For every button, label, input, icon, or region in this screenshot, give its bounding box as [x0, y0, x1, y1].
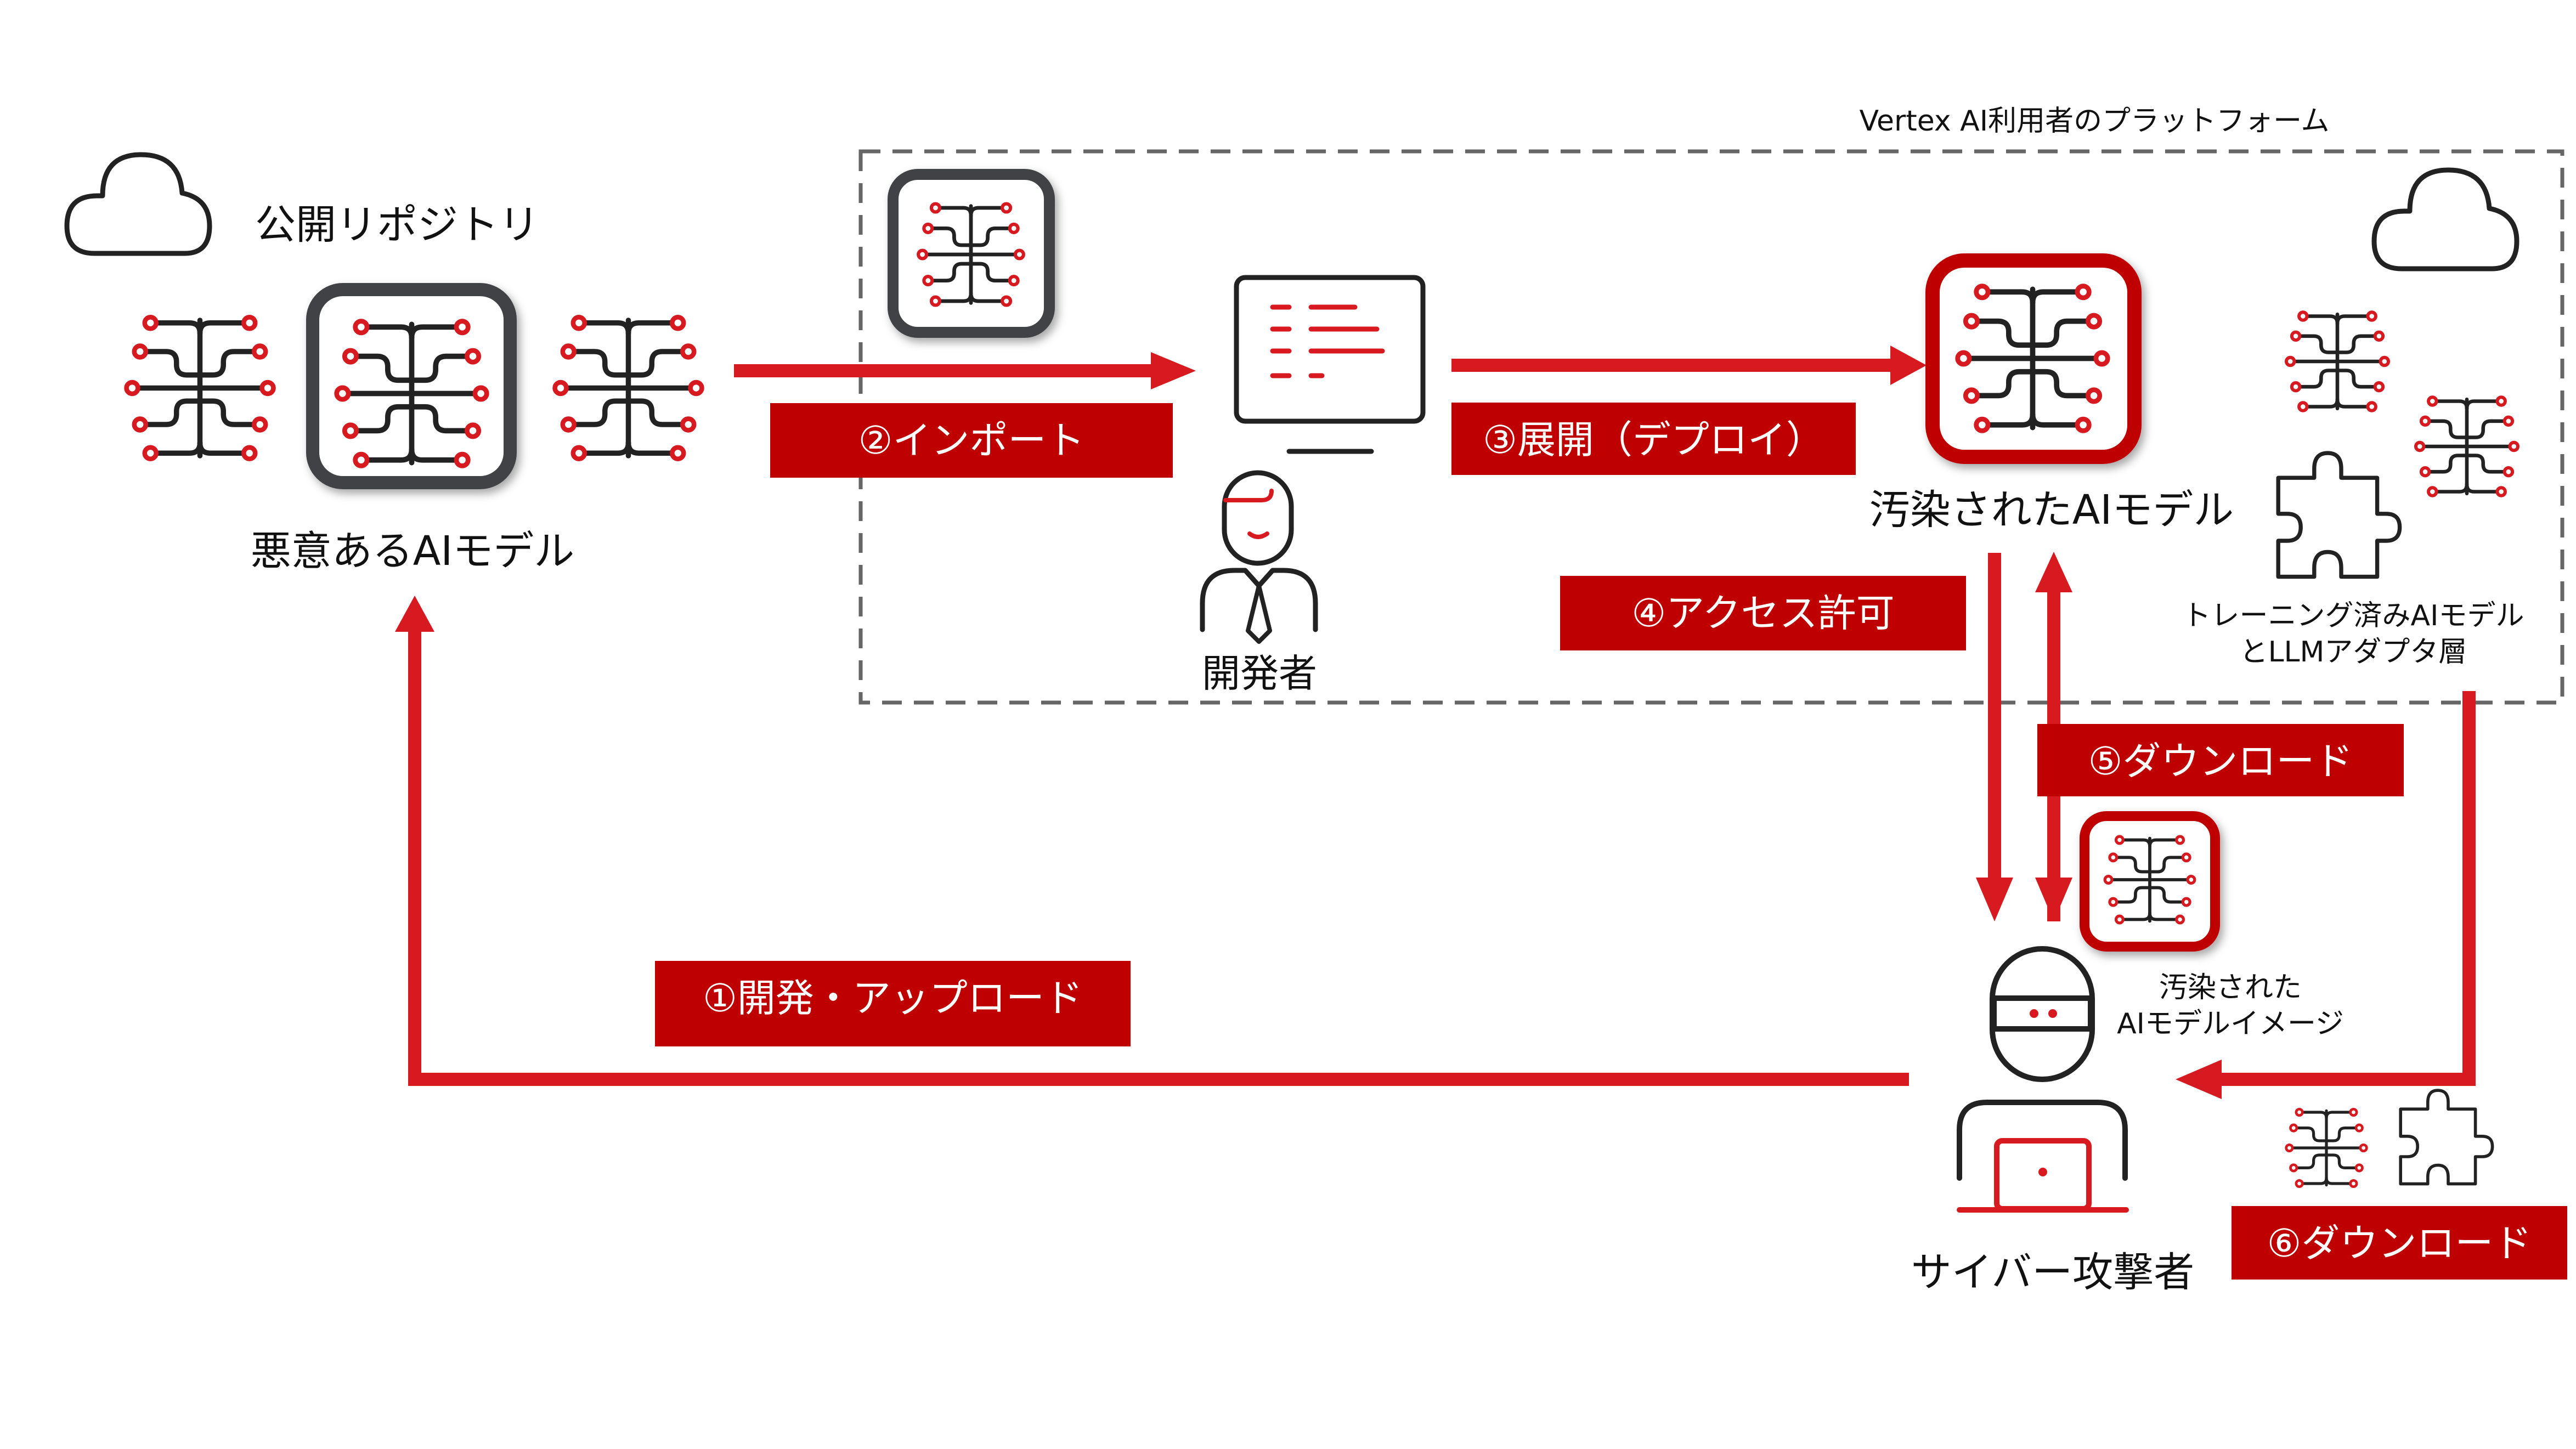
cloud-icon-platform — [2374, 170, 2517, 269]
step-5-label: ⑤ダウンロード — [2037, 724, 2404, 796]
arrow-access-down — [1976, 553, 2013, 921]
developer-label: 開発者 — [1202, 651, 1317, 696]
cloud-icon-public-repo — [67, 155, 210, 253]
neural-network-icon — [2416, 397, 2518, 496]
step-1-label: ①開発・アップロード — [655, 961, 1131, 1046]
trained-models-label: トレーニング済みAIモデル とLLMアダプタ層 — [2183, 598, 2524, 670]
poisoned-model-label: 汚染されたAIモデル — [1869, 486, 2234, 534]
arrow-upload — [395, 596, 1909, 1086]
arrow-download-6 — [2176, 691, 2476, 1099]
arrow-deploy — [1451, 346, 1927, 385]
monitor-icon — [1234, 275, 1426, 454]
poisoned-image-label-line1: 汚染された — [2159, 971, 2302, 1004]
puzzle-icon — [2278, 453, 2399, 577]
step-3-label: ③展開（デプロイ） — [1451, 403, 1856, 475]
platform-boundary — [858, 149, 2564, 705]
trained-models-label-line1: トレーニング済みAIモデル — [2182, 599, 2524, 632]
neural-network-icon — [127, 317, 274, 459]
malicious-model-label: 悪意あるAIモデル — [250, 528, 575, 575]
puzzle-icon — [2400, 1090, 2492, 1184]
neural-network-icon — [555, 317, 702, 459]
trained-models-label-line2: とLLMアダプタ層 — [2239, 636, 2467, 669]
poisoned-image-label-line2: AIモデルイメージ — [2117, 1007, 2344, 1040]
step-4-label: ④アクセス許可 — [1560, 576, 1966, 650]
platform-title: Vertex AI利用者のプラットフォーム — [1859, 105, 2330, 138]
poisoned-image-label: 汚染された AIモデルイメージ — [2117, 970, 2344, 1042]
public-repo-title: 公開リポジトリ — [255, 201, 539, 248]
attacker-label: サイバー攻撃者 — [1911, 1249, 2195, 1296]
neural-network-icon — [2286, 312, 2388, 411]
developer-icon — [1200, 470, 1318, 644]
attacker-icon — [1957, 946, 2129, 1213]
arrow-import — [734, 352, 1196, 389]
neural-network-icon — [2286, 1109, 2367, 1186]
step-6-label: ⑥ダウンロード — [2232, 1206, 2567, 1280]
step-2-label: ②インポート — [770, 403, 1173, 478]
